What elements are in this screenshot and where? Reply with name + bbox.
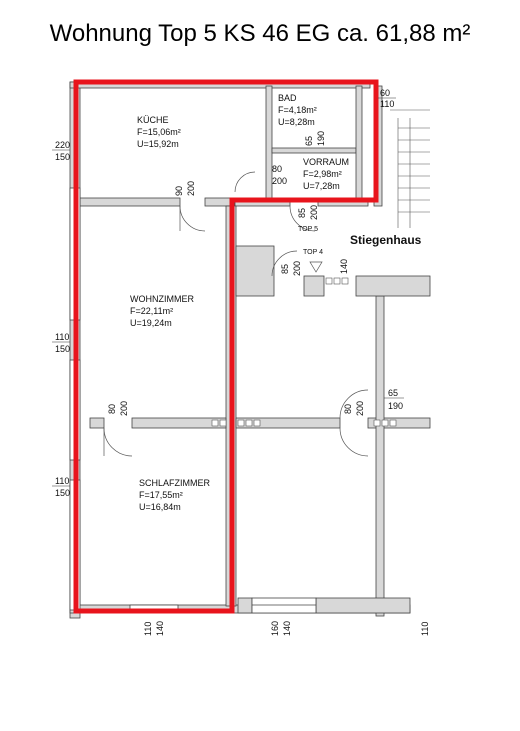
top5-label: TOP 5 bbox=[298, 226, 318, 233]
dim-bottom-b-h: 140 bbox=[282, 621, 292, 636]
dim-door-right-h: 200 bbox=[355, 401, 365, 416]
wall-right-column bbox=[375, 295, 385, 617]
room-area: F=17,55m² bbox=[139, 490, 183, 500]
wall-bottom-pier-b bbox=[315, 597, 411, 614]
room-name: VORRAUM bbox=[303, 157, 349, 167]
wall-landing-right bbox=[355, 275, 431, 297]
room-vorraum: VORRAUM F=2,98m² U=7,28m bbox=[303, 157, 349, 191]
room-name: BAD bbox=[278, 93, 297, 103]
apartment-outline bbox=[73, 79, 379, 614]
wall-right-mid-b bbox=[367, 417, 431, 429]
room-name: SCHLAFZIMMER bbox=[139, 478, 211, 488]
door-top4 bbox=[271, 250, 298, 277]
room-bad: BAD F=4,18m² U=8,28m bbox=[278, 93, 317, 127]
wall-landing-left bbox=[235, 245, 275, 297]
wall-bottom-pier-a bbox=[237, 597, 253, 614]
room-kueche: KÜCHE F=15,06m² U=15,92m bbox=[137, 115, 181, 149]
door-schlaf bbox=[103, 427, 133, 457]
dim-bottom-a-w: 110 bbox=[143, 622, 153, 636]
dim-door-kueche-h: 200 bbox=[186, 181, 196, 196]
dim-bottom-c: 110 bbox=[420, 622, 430, 636]
room-perimeter: U=15,92m bbox=[137, 139, 179, 149]
dim-bottom-a-h: 140 bbox=[155, 621, 165, 636]
wall-right-mid-a bbox=[235, 417, 341, 429]
room-area: F=15,06m² bbox=[137, 127, 181, 137]
room-name: WOHNZIMMER bbox=[130, 294, 194, 304]
wall-kueche-wohn-a bbox=[79, 197, 181, 207]
dim-right-bot: 190 bbox=[388, 401, 403, 411]
dim-window-schlaf-top: 110 bbox=[55, 476, 69, 486]
top4-label: TOP 4 bbox=[303, 249, 323, 256]
windows bbox=[69, 187, 317, 614]
door-entry bbox=[289, 205, 316, 232]
dim-bad-window-bot: 110 bbox=[380, 99, 394, 109]
dim-door-top4-r: 140 bbox=[339, 259, 349, 274]
wall-bad-vorraum bbox=[271, 147, 357, 154]
room-area: F=2,98m² bbox=[303, 169, 342, 179]
door-vorraum bbox=[234, 171, 256, 193]
dim-window-wohn-top: 110 bbox=[55, 332, 69, 342]
dim-window-schlaf-bot: 150 bbox=[55, 488, 70, 498]
room-perimeter: U=19,24m bbox=[130, 318, 172, 328]
dim-door-entry-w: 85 bbox=[297, 208, 307, 218]
room-perimeter: U=8,28m bbox=[278, 117, 315, 127]
room-perimeter: U=7,28m bbox=[303, 181, 340, 191]
wall-bad-right bbox=[355, 85, 363, 199]
plan-title: Wohnung Top 5 KS 46 EG ca. 61,88 m² bbox=[49, 20, 471, 47]
dim-door-vorraum-h: 200 bbox=[272, 176, 287, 186]
dim-right-top: 65 bbox=[388, 388, 398, 398]
dim-door-schlaf-w: 80 bbox=[107, 404, 117, 414]
door-right-upper bbox=[339, 389, 369, 419]
arrow-top4-icon bbox=[309, 261, 323, 273]
window-bottom-right bbox=[251, 597, 317, 614]
dim-bottom-b-w: 160 bbox=[270, 621, 280, 636]
dim-window-kueche-top: 220 bbox=[55, 140, 70, 150]
dim-door-bad-h: 190 bbox=[316, 131, 326, 146]
dim-window-wohn-bot: 150 bbox=[55, 344, 70, 354]
dim-door-top4-w: 85 bbox=[280, 264, 290, 274]
room-schlafzimmer: SCHLAFZIMMER F=17,55m² U=16,84m bbox=[139, 478, 211, 512]
room-perimeter: U=16,84m bbox=[139, 502, 181, 512]
room-name: KÜCHE bbox=[137, 115, 169, 125]
staircase bbox=[390, 109, 430, 228]
doors bbox=[103, 171, 369, 457]
dimensions bbox=[52, 97, 404, 487]
dim-window-kueche-bot: 150 bbox=[55, 152, 70, 162]
room-area: F=4,18m² bbox=[278, 105, 317, 115]
dim-door-entry-h: 200 bbox=[309, 205, 319, 220]
radiators bbox=[211, 277, 397, 427]
dim-door-vorraum-w: 80 bbox=[272, 164, 282, 174]
wall-landing-mid bbox=[303, 275, 325, 297]
door-kueche bbox=[179, 205, 206, 232]
stiegenhaus-label: Stiegenhaus bbox=[350, 233, 422, 247]
door-right-lower bbox=[339, 427, 369, 457]
dim-door-bad-w: 65 bbox=[304, 136, 314, 146]
dim-bad-window-top: 60 bbox=[380, 88, 390, 98]
dim-door-right-w: 80 bbox=[343, 404, 353, 414]
room-area: F=22,11m² bbox=[130, 306, 173, 316]
wall-wohn-schlaf-a bbox=[89, 417, 105, 429]
dim-door-kueche-w: 90 bbox=[174, 186, 184, 196]
dim-door-top4-h: 200 bbox=[292, 261, 302, 276]
room-wohnzimmer: WOHNZIMMER F=22,11m² U=19,24m bbox=[130, 294, 194, 328]
dim-door-schlaf-h: 200 bbox=[119, 401, 129, 416]
